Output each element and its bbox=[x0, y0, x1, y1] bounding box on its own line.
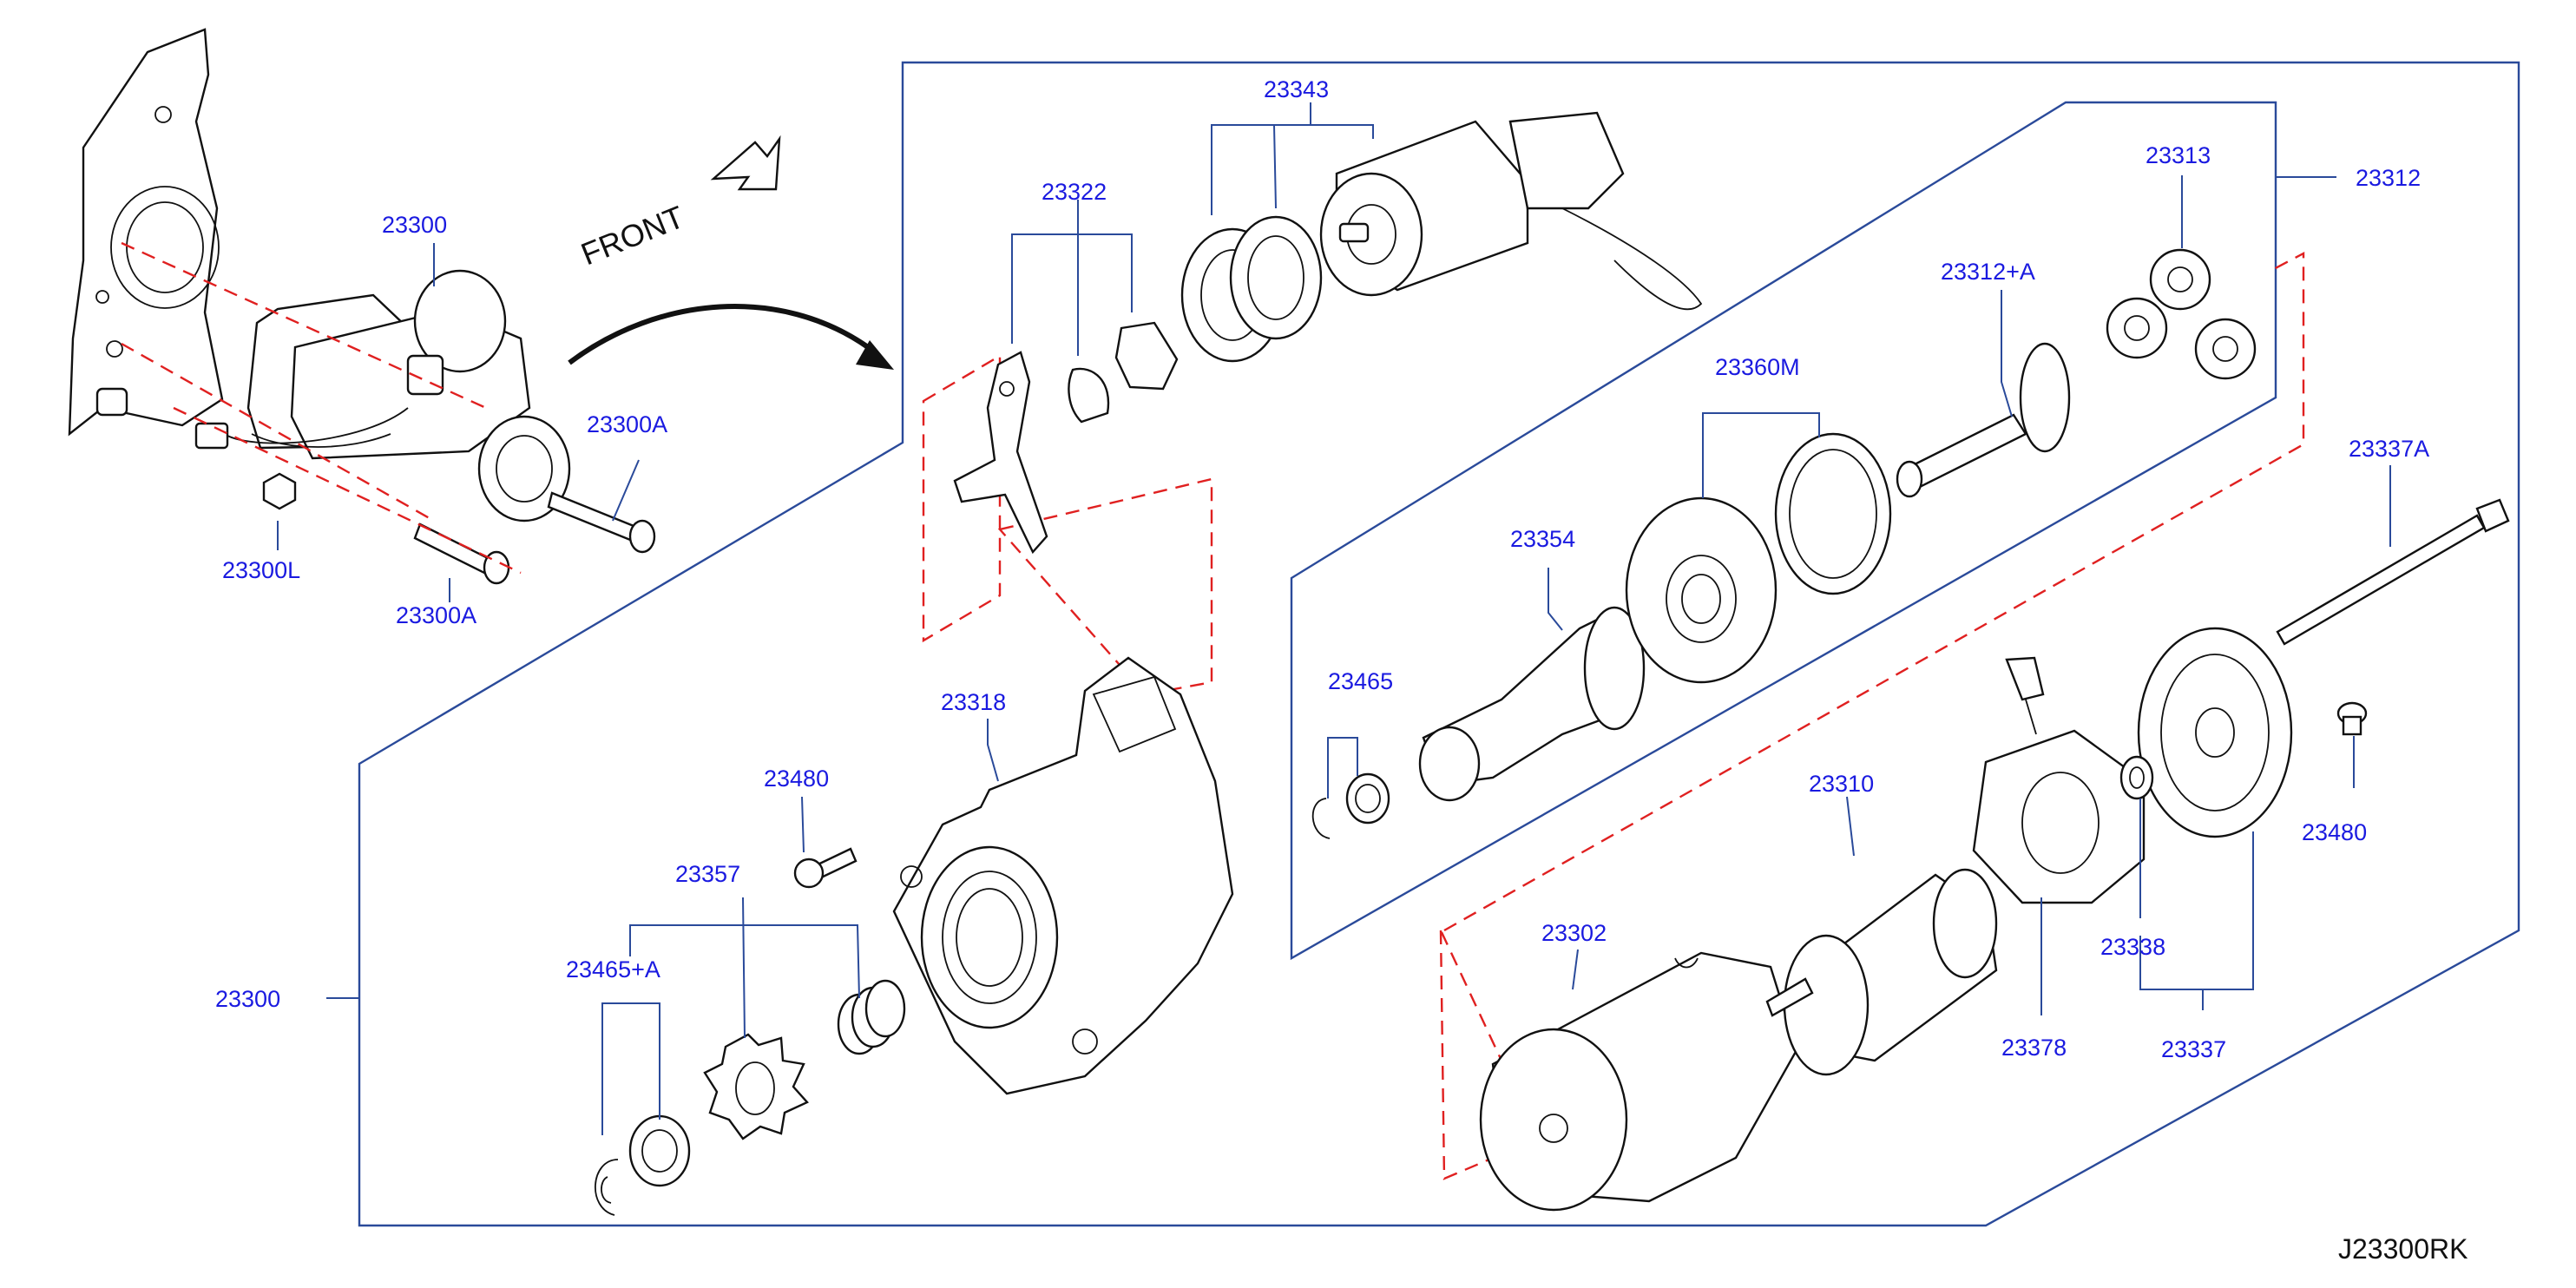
label-23337: 23337 bbox=[2161, 1036, 2226, 1062]
label-23300A-right: 23300A bbox=[587, 411, 667, 437]
lever-pad bbox=[1068, 367, 1110, 424]
label-23322: 23322 bbox=[1042, 179, 1107, 205]
label-23310: 23310 bbox=[1809, 771, 1874, 797]
label-23480-right: 23480 bbox=[2302, 819, 2367, 845]
label-23343: 23343 bbox=[1264, 76, 1329, 102]
gear-case bbox=[1625, 496, 1778, 684]
assembly-frame bbox=[358, 61, 2520, 1227]
starter-assembly bbox=[194, 269, 571, 522]
assembly-arrowhead bbox=[856, 340, 894, 370]
rear-cover bbox=[2137, 627, 2293, 838]
planet-gears bbox=[2106, 248, 2257, 380]
label-23338: 23338 bbox=[2100, 934, 2165, 960]
screw-23480-right bbox=[2336, 701, 2368, 736]
label-23312-A: 23312+A bbox=[1941, 259, 2035, 285]
label-23318: 23318 bbox=[941, 689, 1006, 715]
explode-line-3 bbox=[173, 406, 522, 575]
bolt-23300A-bottom bbox=[413, 522, 510, 585]
stop-collar bbox=[628, 1114, 691, 1187]
front-indicator: FRONT bbox=[576, 135, 781, 272]
shift-lever bbox=[953, 351, 1048, 555]
rear-cover-dash bbox=[1443, 252, 2305, 932]
brush-holder bbox=[1972, 656, 2146, 904]
label-23302: 23302 bbox=[1541, 920, 1607, 946]
label-23337A: 23337A bbox=[2349, 436, 2429, 462]
label-23378: 23378 bbox=[2001, 1035, 2067, 1061]
armature-subassembly-frame bbox=[1290, 101, 2277, 961]
front-housing bbox=[892, 656, 1234, 1095]
planet-shaft bbox=[1896, 342, 2071, 498]
engine-plate bbox=[68, 28, 224, 437]
bearing-23465 bbox=[1311, 772, 1390, 839]
label-23465-A: 23465+A bbox=[566, 956, 660, 982]
through-bolt bbox=[2276, 498, 2510, 646]
bolt-23300A-right bbox=[547, 491, 656, 554]
pinion-springs bbox=[837, 979, 906, 1055]
label-23354: 23354 bbox=[1510, 526, 1575, 552]
leader-lines bbox=[277, 102, 2391, 1135]
label-23312: 23312 bbox=[2356, 165, 2421, 191]
armature bbox=[1765, 868, 1998, 1076]
yoke bbox=[1479, 951, 1798, 1212]
label-23300-side: 23300 bbox=[215, 986, 280, 1012]
internal-gear bbox=[1774, 432, 1892, 595]
label-23313: 23313 bbox=[2146, 142, 2211, 168]
solenoid-switch bbox=[1319, 111, 1703, 311]
label-23360M: 23360M bbox=[1715, 354, 1800, 380]
label-23300L: 23300L bbox=[222, 557, 300, 583]
label-23357: 23357 bbox=[675, 861, 740, 887]
solenoid-gasket-2 bbox=[1229, 215, 1323, 340]
explode-line-2 bbox=[121, 342, 435, 522]
pinion-gear bbox=[703, 1033, 809, 1140]
front-label: FRONT bbox=[576, 199, 689, 272]
diagram-code: J23300RK bbox=[2338, 1233, 2468, 1265]
lever-holder bbox=[1114, 321, 1179, 391]
assembly-arrow bbox=[568, 304, 870, 365]
label-23300A-bottom: 23300A bbox=[396, 602, 476, 628]
lever-housing-dash bbox=[997, 477, 1213, 696]
label-23480-left: 23480 bbox=[764, 766, 829, 792]
label-23300-top: 23300 bbox=[382, 212, 447, 238]
label-23465: 23465 bbox=[1328, 668, 1393, 694]
drive-shaft bbox=[1418, 606, 1646, 802]
lever-group-dash bbox=[922, 353, 1002, 643]
bush-23338 bbox=[2119, 755, 2154, 800]
snap-ring-left bbox=[595, 1159, 619, 1216]
screw-23480-left bbox=[793, 847, 858, 889]
